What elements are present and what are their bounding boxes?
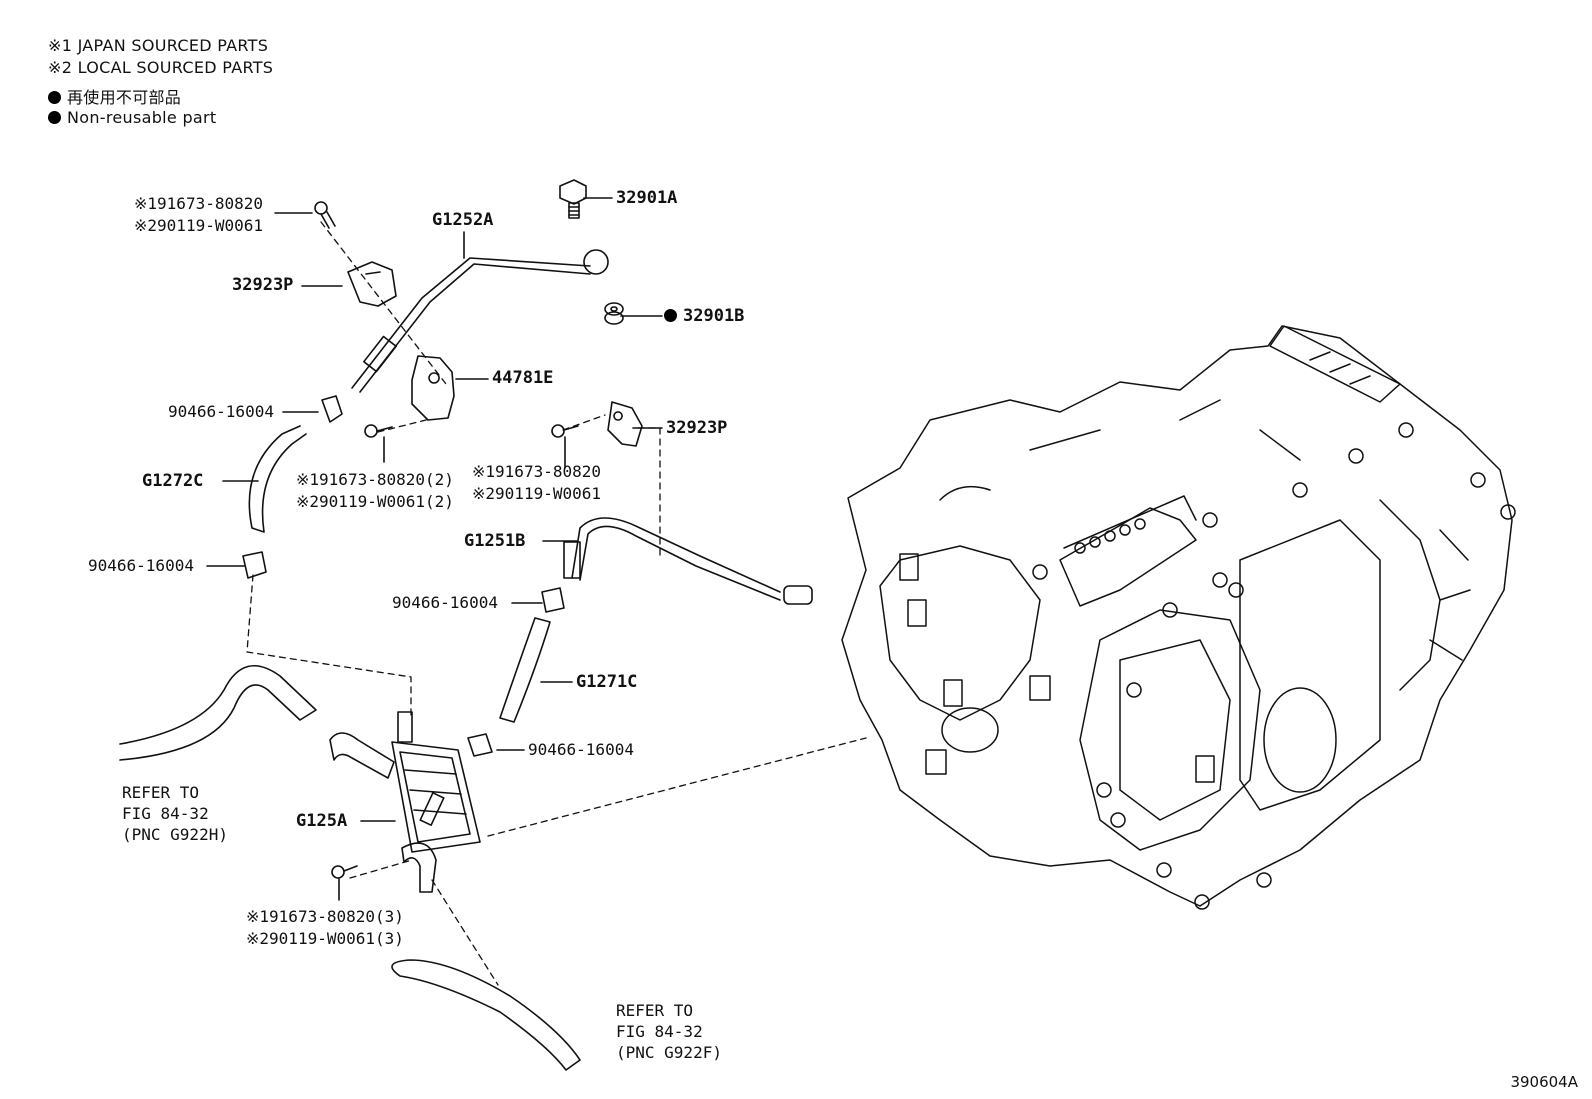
bolt-small-icon bbox=[314, 201, 579, 879]
refer-upper-line2: FIG 84-32 bbox=[122, 804, 209, 823]
refer-note-upper[interactable]: REFER TO FIG 84-32 (PNC G922H) bbox=[122, 782, 228, 845]
legend-non-reusable-en: Non-reusable part bbox=[48, 108, 216, 127]
figure-number: 390604A bbox=[1510, 1073, 1578, 1091]
refer-note-lower[interactable]: REFER TO FIG 84-32 (PNC G922F) bbox=[616, 1000, 722, 1063]
label-g125a: G125A bbox=[296, 811, 348, 831]
label-clip-90466-4: 90466-16004 bbox=[528, 740, 634, 759]
bracket-44781e-icon bbox=[411, 355, 455, 421]
refer-lower-line2: FIG 84-32 bbox=[616, 1022, 703, 1041]
label-bolt-right-local: ※290119-W0061 bbox=[472, 484, 601, 503]
label-clip-90466-1: 90466-16004 bbox=[168, 402, 274, 421]
label-32923p-left: 32923P bbox=[232, 275, 294, 295]
label-44781e: 44781E bbox=[492, 368, 554, 388]
label-bolt-mid-jp: ※191673-80820(2) bbox=[296, 470, 454, 489]
label-g1272c: G1272C bbox=[142, 471, 204, 491]
label-bolt-bottom-local: ※290119-W0061(3) bbox=[246, 929, 404, 948]
label-32901b: 32901B bbox=[664, 306, 744, 326]
transaxle-assembly-icon bbox=[841, 325, 1516, 910]
refer-upper-line3: (PNC G922H) bbox=[122, 825, 228, 844]
legend-local-sourced: ※2 LOCAL SOURCED PARTS bbox=[48, 58, 274, 77]
legend-non-reusable-en-text: Non-reusable part bbox=[67, 108, 217, 127]
refer-upper-line1: REFER TO bbox=[122, 783, 200, 802]
bracket-32923p-right-icon bbox=[607, 401, 643, 447]
hose-lower-refer-icon bbox=[391, 959, 581, 1071]
legend-japan-sourced: ※1 JAPAN SOURCED PARTS bbox=[48, 36, 269, 55]
hose-g1271c-icon bbox=[499, 617, 551, 723]
label-32923p-right: 32923P bbox=[666, 418, 728, 438]
label-bolt-bottom-jp: ※191673-80820(3) bbox=[246, 907, 404, 926]
label-bolt-mid-local: ※290119-W0061(2) bbox=[296, 492, 454, 511]
clip-icon bbox=[242, 395, 565, 757]
label-clip-90466-2: 90466-16004 bbox=[88, 556, 194, 575]
pipe-g1251b-icon bbox=[563, 517, 813, 605]
non-reusable-dot-icon bbox=[48, 91, 61, 104]
label-g1271c: G1271C bbox=[576, 672, 638, 692]
legend-non-reusable-jp-text: 再使用不可部品 bbox=[67, 88, 182, 107]
legend-non-reusable-jp: 再使用不可部品 bbox=[48, 84, 181, 108]
refer-lower-line3: (PNC G922F) bbox=[616, 1043, 722, 1062]
refer-lower-line1: REFER TO bbox=[616, 1001, 694, 1020]
label-g1252a: G1252A bbox=[432, 210, 494, 230]
oil-cooler-g125a-icon bbox=[329, 711, 481, 893]
non-reusable-dot-icon bbox=[48, 111, 61, 124]
label-32901a: 32901A bbox=[616, 188, 678, 208]
non-reusable-dot-icon bbox=[664, 309, 677, 322]
label-bolt-right-jp: ※191673-80820 bbox=[472, 462, 601, 481]
label-bolt-top-local: ※290119-W0061 bbox=[134, 216, 263, 235]
label-clip-90466-3: 90466-16004 bbox=[392, 593, 498, 612]
pipe-g1252a-icon bbox=[351, 249, 609, 393]
gasket-32901b-icon bbox=[604, 302, 624, 325]
label-bolt-top-jp: ※191673-80820 bbox=[134, 194, 263, 213]
hose-g1272c-icon bbox=[248, 425, 307, 533]
bracket-32923p-left-icon bbox=[347, 261, 397, 307]
label-g1251b: G1251B bbox=[464, 531, 526, 551]
hose-upper-refer-icon bbox=[119, 665, 317, 761]
assembly-dashed-lines bbox=[246, 221, 867, 986]
bolt-32901a-icon bbox=[559, 179, 587, 219]
leader-lines bbox=[206, 197, 663, 901]
